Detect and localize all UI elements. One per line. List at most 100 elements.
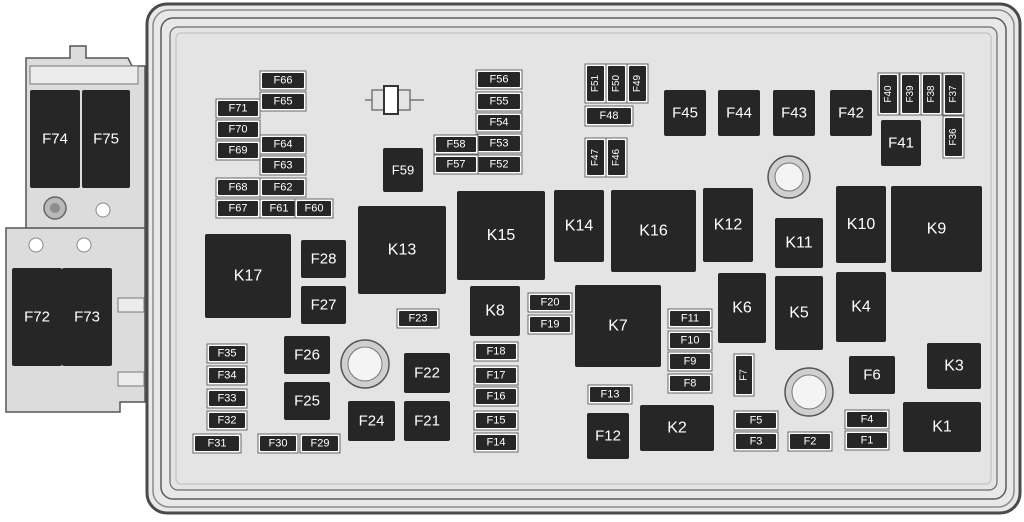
f42-body: [830, 90, 872, 136]
f74-label: F74: [42, 131, 68, 148]
fuse-puller-tool: [365, 85, 424, 115]
f3-label: F3: [750, 436, 763, 448]
f15-label: F15: [487, 415, 506, 427]
k6-label: K6: [732, 300, 752, 317]
f56-body: [478, 72, 520, 87]
f50-body: [608, 66, 625, 101]
fuse-f70: F70: [215, 119, 261, 140]
fuse-f16: F16: [473, 386, 519, 407]
fuse-f73: F73: [62, 268, 112, 366]
f49-label: F49: [632, 74, 643, 92]
k13-label: K13: [388, 242, 417, 259]
f21-label: F21: [414, 413, 440, 430]
f61-label: F61: [270, 203, 289, 215]
f70-body: [218, 122, 258, 137]
k2-body: [640, 405, 714, 451]
fuse-f15: F15: [473, 410, 519, 431]
fuse-f44: F44: [718, 90, 760, 136]
f75-label: F75: [93, 131, 119, 148]
fuse-f49: F49: [626, 63, 649, 104]
f75-body: [82, 90, 130, 188]
f26-label: F26: [294, 347, 320, 364]
f35-label: F35: [218, 348, 237, 360]
k16-label: K16: [639, 223, 668, 240]
relay-k8: K8: [470, 286, 520, 336]
f17-label: F17: [487, 370, 506, 382]
f24-body: [348, 401, 395, 441]
fuse-f39: F39: [899, 72, 922, 116]
fuse-f58: F58: [433, 134, 479, 155]
fuse-f24: F24: [348, 401, 395, 441]
fuse-f51: F51: [584, 63, 607, 104]
f5-body: [736, 413, 776, 428]
k16-body: [611, 190, 696, 272]
f54-body: [478, 115, 520, 130]
f28-label: F28: [311, 251, 337, 268]
f18-label: F18: [487, 346, 506, 358]
f65-body: [262, 94, 304, 109]
fuse-f8: F8: [667, 373, 713, 394]
k10-label: K10: [847, 216, 876, 233]
relay-k3: K3: [927, 343, 981, 389]
f38-body: [923, 75, 940, 113]
k5-body: [775, 276, 823, 350]
f23-body: [399, 311, 437, 326]
f41-body: [881, 120, 921, 166]
f63-label: F63: [274, 160, 293, 172]
fuse-f54: F54: [475, 112, 523, 133]
fuse-f71: F71: [215, 98, 261, 119]
f59-body: [383, 148, 423, 192]
k7-body: [575, 285, 661, 367]
f68-body: [218, 180, 258, 195]
fuse-f5: F5: [733, 410, 779, 431]
fuse-f35: F35: [206, 343, 248, 364]
relay-k15: K15: [457, 191, 545, 280]
f46-body: [608, 140, 625, 175]
f30-label: F30: [269, 438, 288, 450]
f45-label: F45: [672, 105, 698, 122]
f17-body: [476, 368, 516, 383]
f56-label: F56: [490, 74, 509, 86]
f25-label: F25: [294, 393, 320, 410]
fuse-f21: F21: [404, 401, 450, 441]
f27-label: F27: [311, 297, 337, 314]
fuse-f4: F4: [844, 409, 890, 430]
relay-k11: K11: [775, 218, 823, 268]
f57-label: F57: [447, 159, 466, 171]
f4-body: [847, 412, 887, 427]
k8-label: K8: [485, 303, 505, 320]
f39-body: [902, 75, 919, 113]
f69-body: [218, 143, 258, 158]
f63-body: [262, 158, 304, 173]
f55-body: [478, 94, 520, 109]
f58-label: F58: [447, 139, 466, 151]
fuse-f63: F63: [259, 155, 307, 176]
f73-label: F73: [74, 309, 100, 326]
f15-body: [476, 413, 516, 428]
k10-body: [836, 186, 886, 263]
f16-body: [476, 389, 516, 404]
k11-body: [775, 218, 823, 268]
fuse-f46: F46: [605, 137, 628, 178]
f72-body: [12, 268, 62, 366]
f71-label: F71: [229, 103, 248, 115]
f20-body: [530, 295, 570, 310]
f9-label: F9: [684, 356, 697, 368]
f34-body: [209, 368, 245, 383]
f13-label: F13: [601, 389, 620, 401]
f7-label: F7: [739, 369, 750, 381]
f8-label: F8: [684, 378, 697, 390]
fuse-f23: F23: [396, 308, 440, 329]
f65-label: F65: [274, 96, 293, 108]
f1-body: [847, 433, 887, 448]
fuse-f52: F52: [475, 154, 523, 175]
fuse-f50: F50: [605, 63, 628, 104]
f61-body: [262, 201, 296, 216]
fuse-f38: F38: [920, 72, 943, 116]
fuse-f1: F1: [844, 430, 890, 451]
fuse-f41: F41: [881, 120, 921, 166]
fuse-f26: F26: [284, 336, 330, 374]
fuse-f30: F30: [257, 433, 299, 454]
f6-label: F6: [863, 367, 881, 384]
